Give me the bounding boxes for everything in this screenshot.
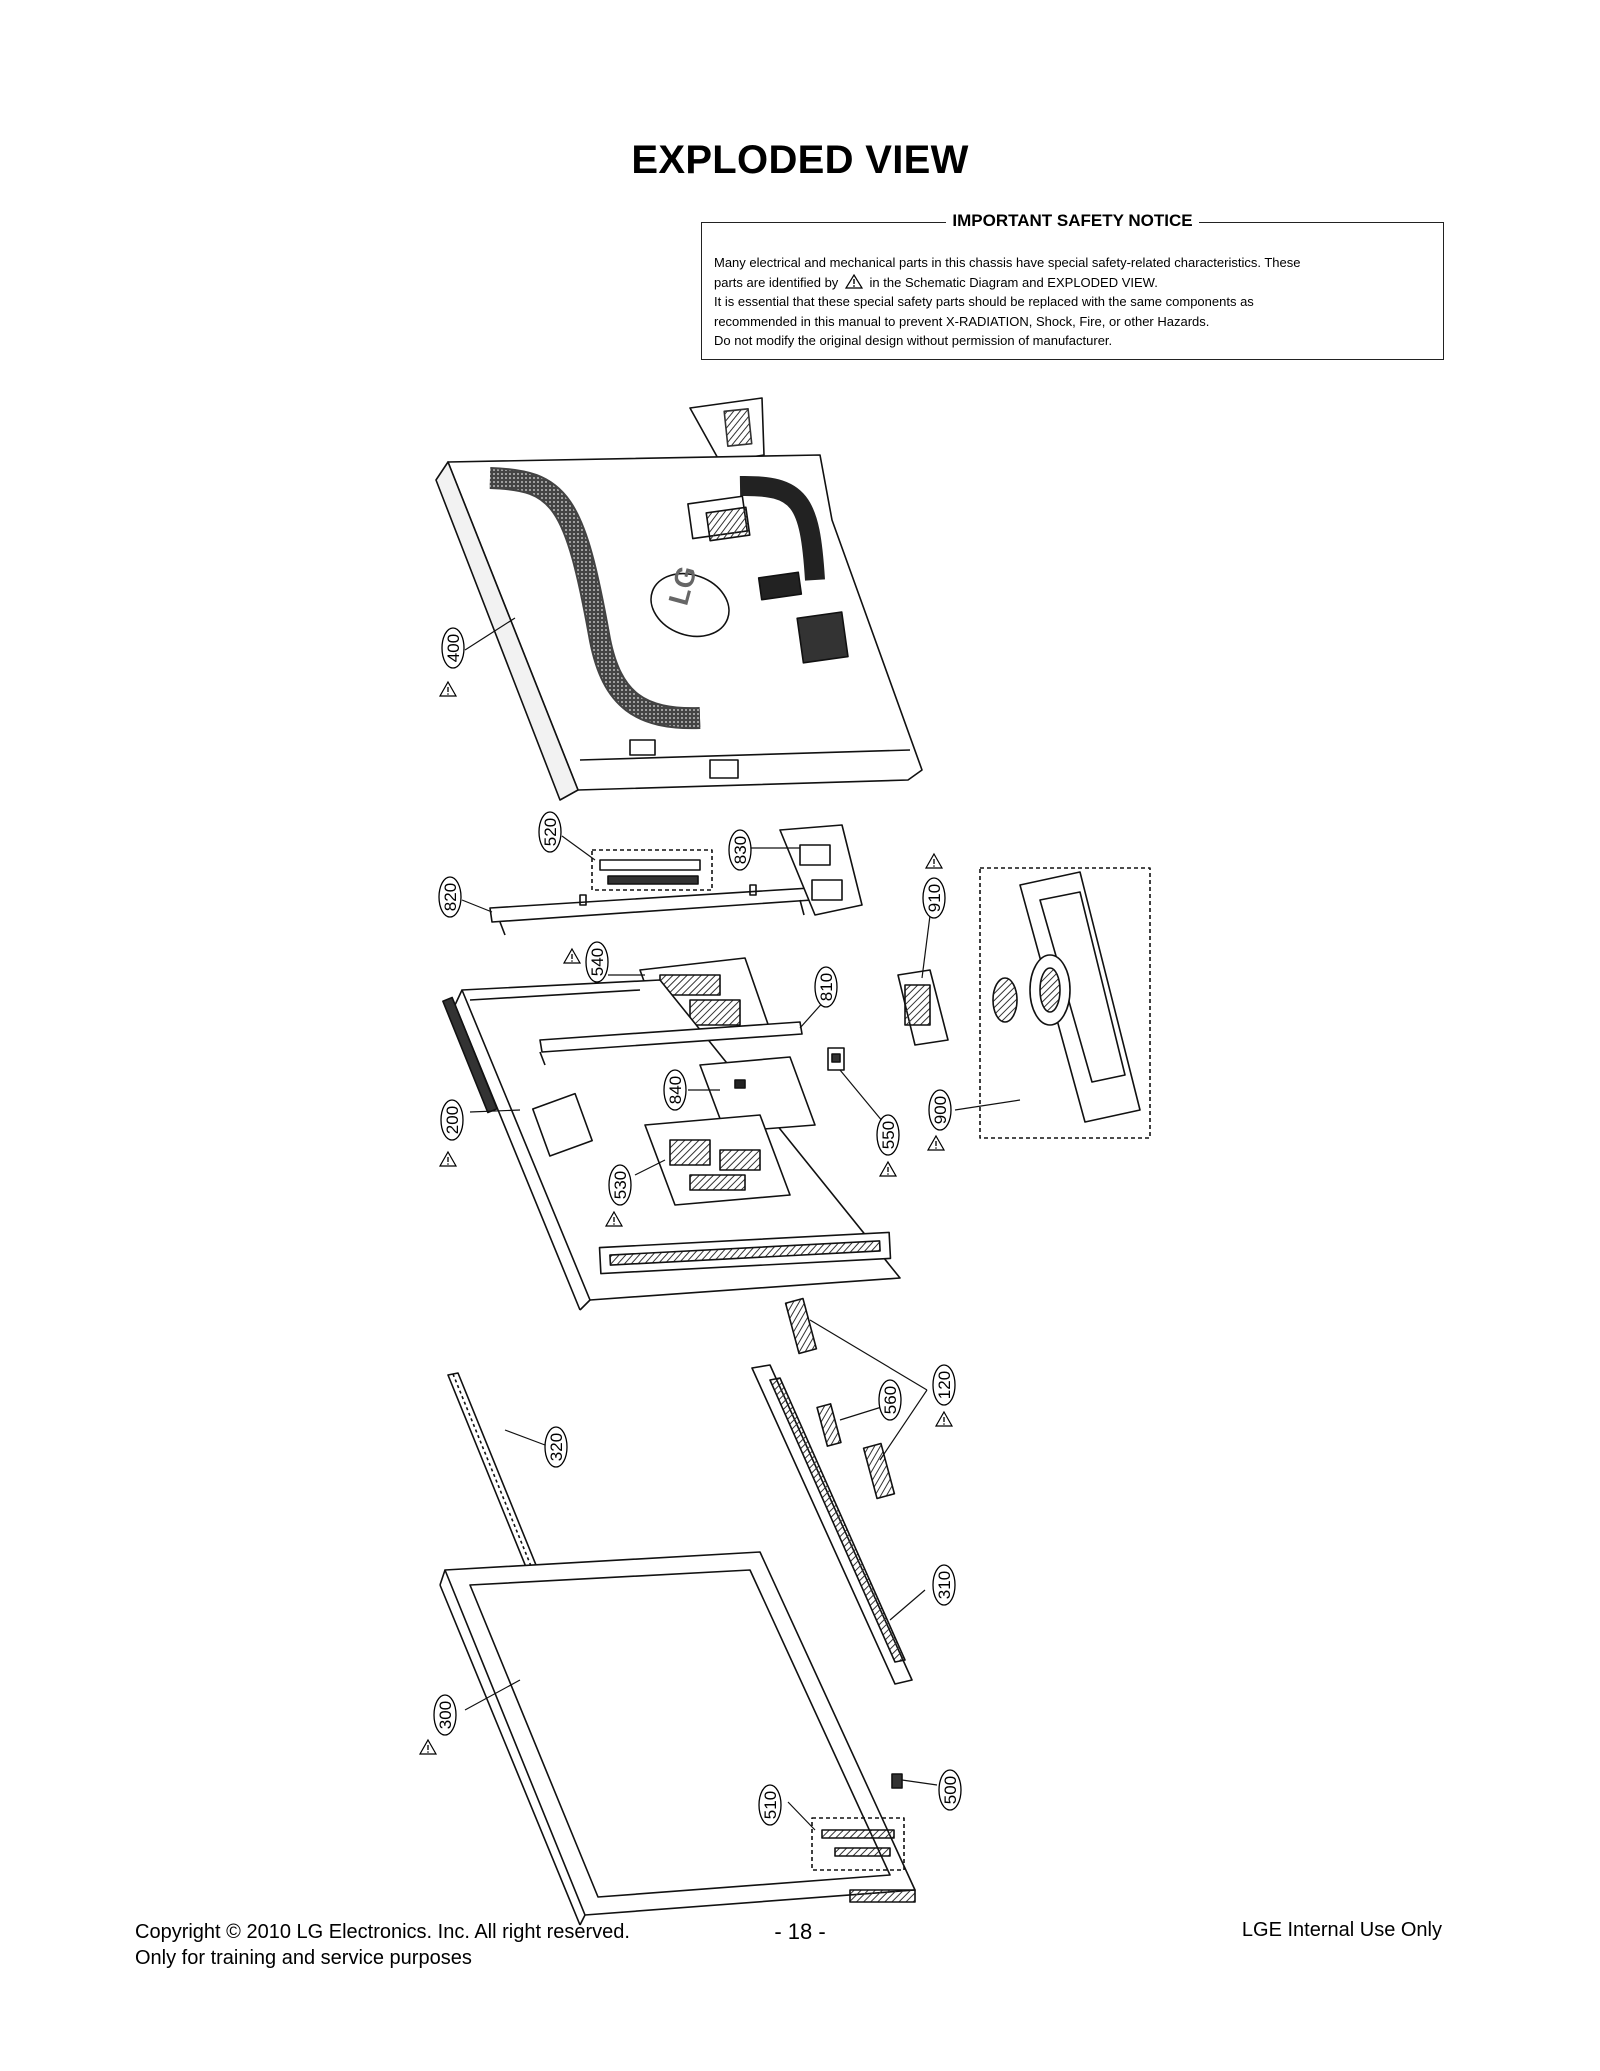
callout-520: 520: [538, 811, 562, 853]
callout-530: 530: [608, 1164, 632, 1206]
safety-notice-heading: IMPORTANT SAFETY NOTICE: [946, 211, 1199, 230]
callout-310: 310: [932, 1564, 956, 1606]
warning-triangle-icon: [925, 853, 943, 869]
callout-810: 810: [814, 966, 838, 1008]
svg-text:300: 300: [436, 1701, 455, 1729]
bottom-bezel-rail-part: [751, 1364, 913, 1685]
notice-line-1: Many electrical and mechanical parts in …: [714, 255, 1301, 270]
speaker-connector-part: [816, 1403, 842, 1447]
callout-540: 540: [585, 941, 609, 983]
warning-triangle-icon: [879, 1161, 897, 1177]
notice-line-2a: parts are identified by: [714, 274, 839, 290]
svg-text:550: 550: [879, 1121, 898, 1149]
notice-line-2b: in the Schematic Diagram and EXPLODED VI…: [869, 274, 1158, 290]
callout-320: 320: [544, 1426, 568, 1468]
svg-text:510: 510: [761, 1791, 780, 1819]
stand-bracket-part: [897, 969, 949, 1046]
svg-text:540: 540: [588, 948, 607, 976]
svg-text:900: 900: [931, 1096, 950, 1124]
warning-triangle-icon: [844, 273, 863, 289]
stand-assembly-part: [979, 867, 1151, 1139]
callout-120: 120: [932, 1364, 956, 1406]
callout-560: 560: [878, 1379, 902, 1421]
key-board-group: [811, 1817, 905, 1871]
warning-triangle-icon: [935, 1411, 953, 1427]
svg-text:500: 500: [941, 1776, 960, 1804]
svg-text:200: 200: [443, 1106, 462, 1134]
page-number: - 18 -: [774, 1919, 826, 1944]
callout-400: 400: [441, 627, 465, 669]
warning-triangle-icon: [563, 948, 581, 964]
callout-500: 500: [938, 1769, 962, 1811]
safety-notice-box: IMPORTANT SAFETY NOTICE Many electrical …: [701, 211, 1444, 360]
warning-triangle-icon: [439, 681, 457, 697]
svg-text:840: 840: [666, 1076, 685, 1104]
main-board-bracket-part: [489, 884, 813, 936]
notice-line-3: It is essential that these special safet…: [714, 294, 1254, 309]
svg-text:530: 530: [611, 1171, 630, 1199]
footer-left: Copyright © 2010 LG Electronics. Inc. Al…: [135, 1919, 630, 1971]
notice-line-5: Do not modify the original design withou…: [714, 333, 1113, 348]
connector-board-group: [591, 849, 713, 891]
svg-text:910: 910: [925, 884, 944, 912]
side-bracket-part: [779, 824, 863, 916]
speaker-part: [784, 1297, 896, 1500]
callout-550: 550: [876, 1114, 900, 1156]
callout-840: 840: [663, 1069, 687, 1111]
rear-label-card: [689, 397, 765, 463]
internal-use-text: LGE Internal Use Only: [1241, 1919, 1442, 1941]
button-part: [891, 1773, 903, 1789]
power-board-part: [644, 1114, 791, 1206]
svg-text:830: 830: [731, 836, 750, 864]
notice-line-4: recommended in this manual to prevent X-…: [714, 313, 1210, 329]
purpose-text: Only for training and service purposes: [135, 1947, 472, 1969]
page-title: EXPLODED VIEW: [631, 138, 969, 182]
shield-plate-part: [699, 1056, 816, 1133]
callout-200: 200: [440, 1099, 464, 1141]
svg-text:320: 320: [547, 1433, 566, 1461]
svg-text:310: 310: [935, 1571, 954, 1599]
callout-820: 820: [438, 876, 462, 918]
rear-bracket-part: [539, 1021, 803, 1066]
ir-board-part: [827, 1047, 845, 1071]
svg-text:120: 120: [935, 1371, 954, 1399]
callout-910: 910: [922, 877, 946, 919]
warning-triangle-icon: [419, 1739, 437, 1755]
svg-text:400: 400: [444, 634, 463, 662]
callout-830: 830: [728, 829, 752, 871]
svg-text:820: 820: [441, 883, 460, 911]
back-cover-part: LG: [435, 454, 923, 801]
copyright-text: Copyright © 2010 LG Electronics. Inc. Al…: [135, 1921, 630, 1943]
warning-triangle-icon: [927, 1135, 945, 1151]
front-cabinet-part: [439, 1551, 916, 1926]
callout-900: 900: [928, 1089, 952, 1131]
callout-510: 510: [758, 1784, 782, 1826]
svg-text:520: 520: [541, 818, 560, 846]
warning-triangle-icon: [439, 1151, 457, 1167]
callout-300: 300: [433, 1694, 457, 1736]
safety-notice-body: Many electrical and mechanical parts in …: [714, 253, 1431, 351]
svg-text:810: 810: [817, 973, 836, 1001]
svg-text:560: 560: [881, 1386, 900, 1414]
